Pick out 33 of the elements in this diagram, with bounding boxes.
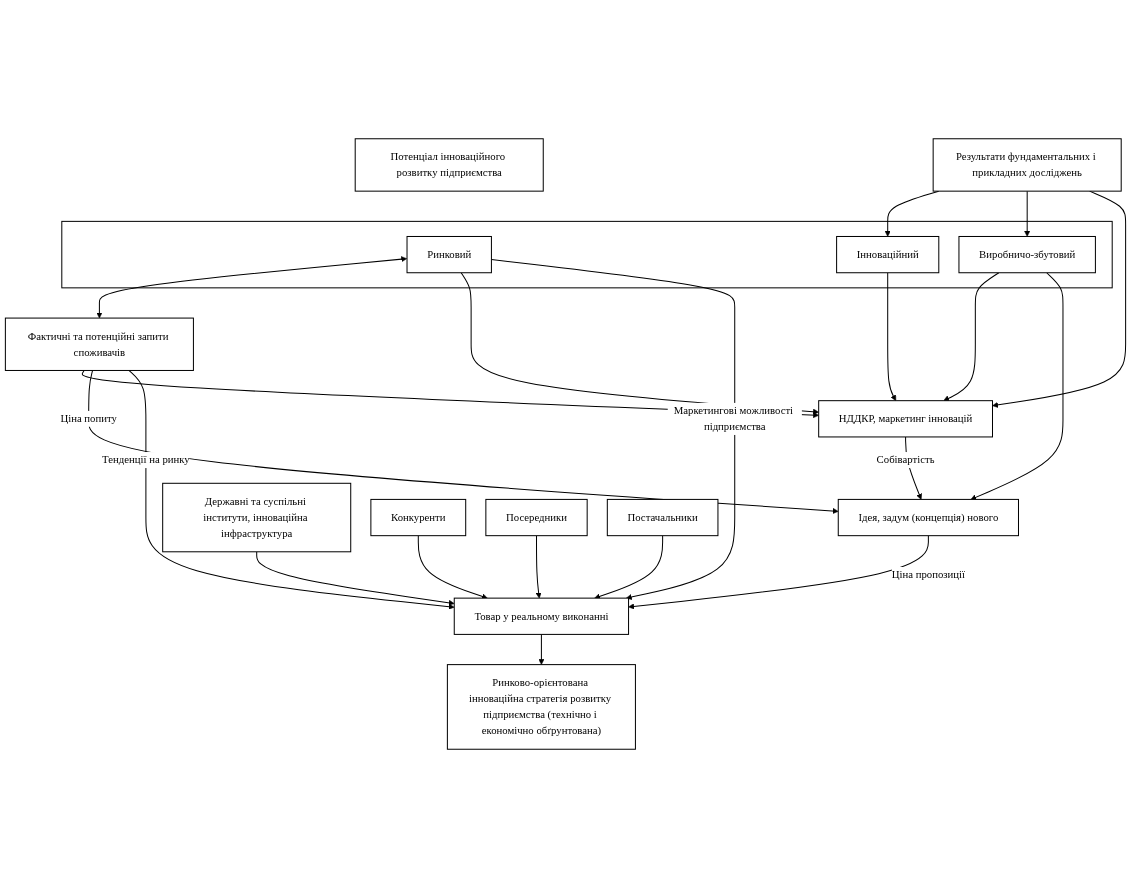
node-box: Потенціал інноваційного розвитку підприємства	[354, 138, 544, 192]
arrow	[1024, 190, 1031, 237]
node-box: НДДКР, маркетинг інновацій	[818, 400, 993, 438]
edge-label: Ціна попиту	[60, 412, 117, 425]
edge-label: Маркетингові можливості підприємства	[673, 404, 794, 433]
node-box: Інноваційний	[836, 235, 940, 274]
edge-label: Тенденції на ринку	[102, 454, 190, 466]
arrow	[943, 272, 1000, 402]
arrow	[96, 256, 407, 319]
arrow	[594, 535, 664, 600]
node-box: Постачальники	[606, 498, 719, 537]
node-box: Ідея, задум (концепція) нового	[837, 498, 1019, 537]
arrow	[887, 272, 897, 401]
node-box: Державні та суспільні інститути, інноваційна інфраструктура	[162, 482, 352, 553]
node-box: Ринково-орієнтована інноваційна стратегія розвитку підприємства (технічно і економічно обґрунтована)	[446, 664, 636, 750]
arrow	[992, 190, 1127, 408]
node-box: Посередники	[485, 498, 588, 537]
cluster	[61, 220, 1113, 289]
node-box: Виробничо-збутовий	[958, 235, 1096, 274]
edge-label: Ціна пропозиції	[891, 568, 966, 581]
arrow	[256, 551, 455, 606]
node-box: Конкуренти	[370, 498, 467, 537]
arrow	[128, 369, 455, 610]
arrow	[417, 535, 488, 600]
node-box: Результати фундаментальних і прикладних досліджень	[932, 138, 1122, 192]
node-box: Товар у реальному виконанні	[453, 597, 630, 635]
node-box: Фактичні та потенційні запити споживачів	[4, 317, 194, 371]
edge-label: Собівартість	[876, 454, 935, 466]
arrow	[538, 633, 545, 665]
node-box: Ринковий	[406, 235, 492, 274]
arrow	[535, 535, 542, 599]
arrow	[628, 535, 929, 610]
arrow	[970, 272, 1064, 501]
